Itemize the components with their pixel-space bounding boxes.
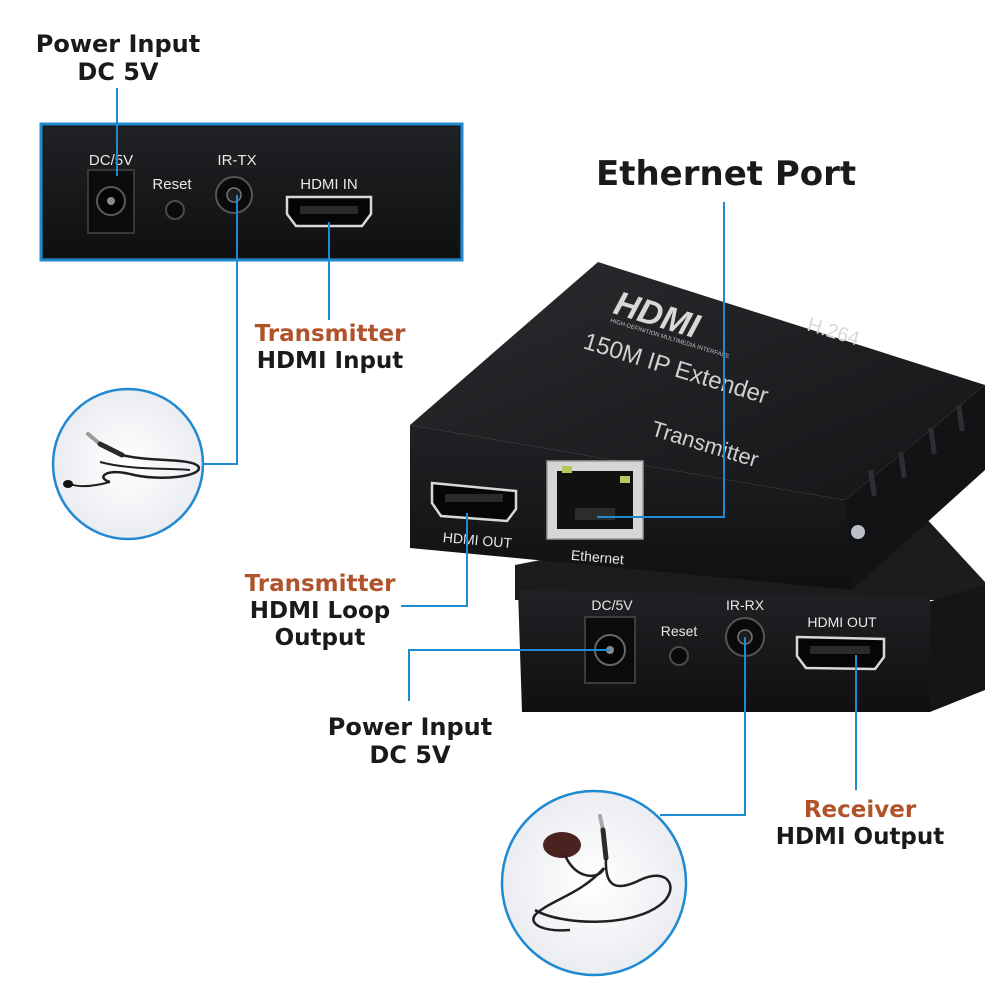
label-ir-rx: IR-RX (726, 597, 765, 613)
label-hdmi-out-transmitter: HDMI OUT (442, 529, 513, 551)
callout-power-input-top: Power Input DC 5V (35, 30, 201, 87)
callout-ethernet-port: Ethernet Port (596, 154, 857, 194)
ethernet-port-icon (546, 460, 644, 540)
callout-transmitter-loop-output: Transmitter HDMI Loop Output (244, 571, 396, 652)
callout-transmitter-hdmi-input: Transmitter HDMI Input (254, 321, 406, 375)
leader-hdmi-loop (401, 513, 468, 607)
receiver-reset-icon (669, 646, 689, 666)
ir-emitter-cable-icon (51, 387, 205, 541)
transmitter-hdmi-out-port-icon (430, 481, 518, 523)
label-ethernet: Ethernet (570, 547, 624, 568)
label-hdmi-out-receiver: HDMI OUT (807, 614, 877, 630)
label-dc-5v-receiver: DC/5V (591, 597, 633, 613)
label-reset-receiver: Reset (661, 623, 698, 639)
leader-ir-rx (660, 637, 746, 816)
dc-jack-icon (87, 169, 135, 234)
ir-jack-icon (215, 176, 253, 214)
reset-button-icon (165, 200, 185, 220)
receiver-hdmi-out-port-icon (795, 635, 886, 671)
leader-ethernet (597, 202, 725, 518)
label-ir-tx: IR-TX (217, 152, 256, 169)
leader-power-bottom (408, 649, 610, 701)
leader-lines (116, 88, 857, 816)
transmitter-back-panel: DC/5V Reset IR-TX HDMI IN (39, 122, 464, 262)
leader-ir-tx (203, 195, 238, 465)
callout-receiver-hdmi-output: Receiver HDMI Output (775, 797, 945, 851)
label-dc-5v-top: DC/5V (89, 152, 133, 169)
hdmi-in-port-icon (285, 195, 373, 228)
label-hdmi-in: HDMI IN (300, 176, 358, 193)
transmitter-box: HDMI HIGH-DEFINITION MULTIMEDIA INTERFAC… (410, 262, 985, 590)
callout-power-input-bottom: Power Input DC 5V (327, 713, 493, 770)
ir-receiver-cable-icon (500, 789, 688, 977)
label-reset-top: Reset (152, 176, 192, 193)
